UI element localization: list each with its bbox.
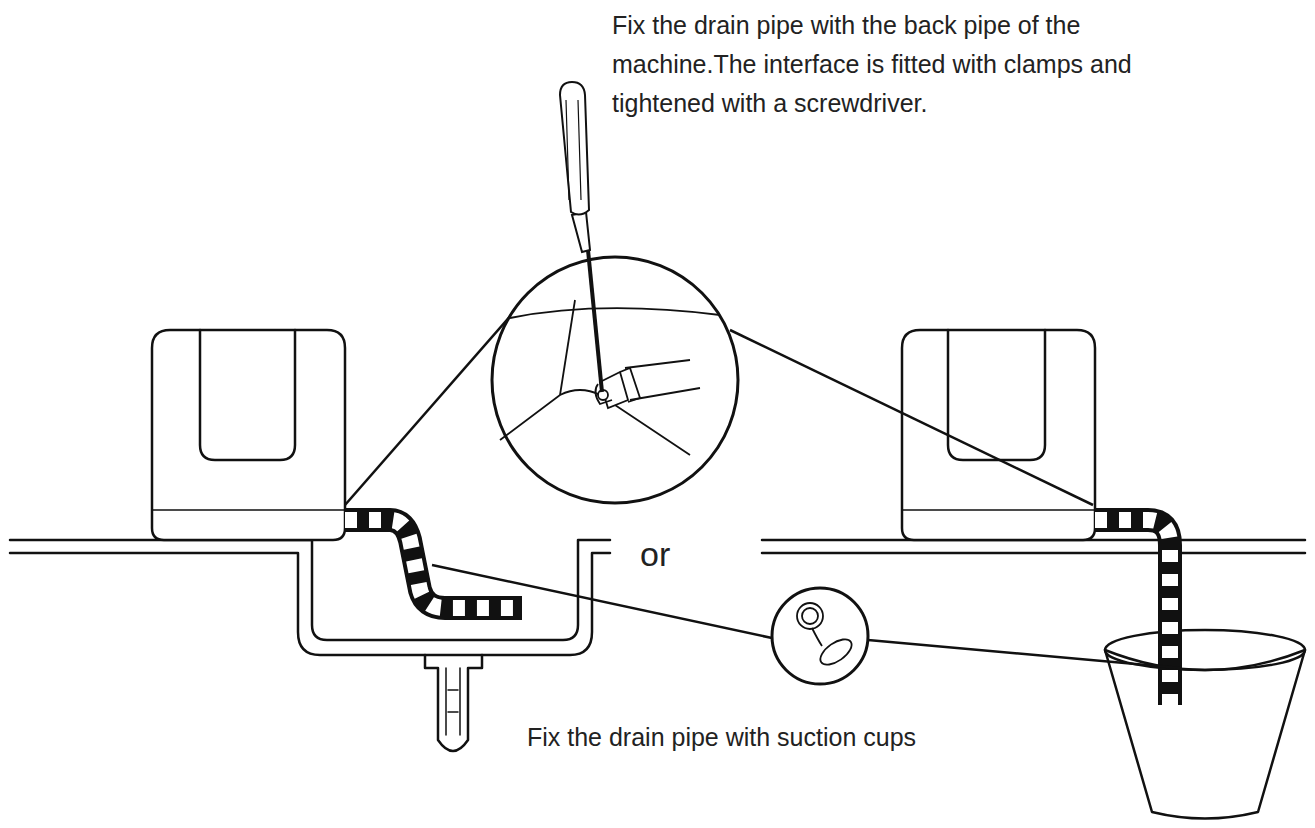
leader-line [730, 330, 1093, 505]
drain-hose-right [1095, 520, 1170, 705]
drain-hose-left-bands [345, 520, 522, 608]
machine-left-slot [200, 330, 295, 460]
machine-right-slot [948, 330, 1045, 460]
drain-marks [448, 690, 458, 712]
instruction-note: Fix the drain pipe with suction cups [527, 718, 916, 757]
countertop-right-edge [762, 552, 1305, 555]
sink-drain [425, 655, 482, 751]
machine-left-base [152, 509, 345, 511]
alternative-word: or [640, 528, 670, 581]
countertop-left [10, 540, 610, 640]
instruction-note: Fix the drain pipe with the back pipe of… [612, 6, 1152, 122]
leader-line [432, 565, 772, 638]
machine-left [152, 330, 345, 540]
leader-line [868, 640, 1180, 668]
machine-right [902, 330, 1095, 540]
bucket [1105, 650, 1305, 819]
drain-inner [446, 668, 460, 735]
drain-hose-right-bands [1095, 520, 1170, 705]
bucket-rim-front [1105, 650, 1305, 670]
zoom-callout-clamp [492, 82, 738, 503]
suction-cup-callout [772, 588, 868, 684]
machine-right-base [902, 509, 1095, 511]
drain-hose-left [345, 520, 522, 608]
